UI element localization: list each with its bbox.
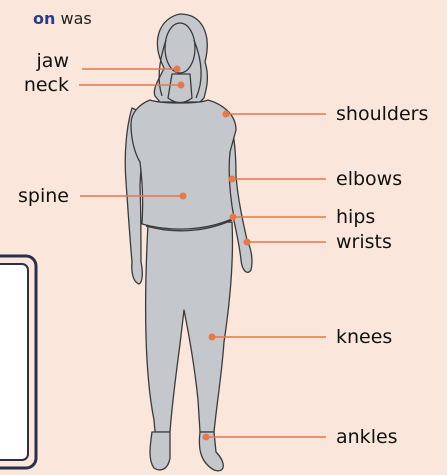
partial-frame-box [0,256,36,468]
jaw-dot [174,66,181,73]
label-wrists: wrists [336,231,392,253]
spine-dot [180,193,187,200]
hips-dot [230,214,237,221]
label-hips: hips [336,206,375,228]
label-elbows: elbows [336,168,402,190]
label-jaw: jaw [36,50,69,72]
header-text: on was [33,9,92,28]
label-knees: knees [336,326,392,348]
wrists-dot [244,239,251,246]
header-bold-word: on [33,9,55,28]
label-spine: spine [18,185,69,207]
head [165,23,195,73]
elbows-dot [229,176,236,183]
ankles-dot [203,434,210,441]
knees-dot [209,334,216,341]
woman-figure [125,14,252,471]
neck-dot [178,82,185,89]
torso-shirt [131,100,236,229]
header-rest: was [55,9,91,28]
legs [146,222,233,432]
shoulders-dot [223,111,230,118]
label-neck: neck [24,74,69,96]
label-shoulders: shoulders [336,103,428,125]
label-ankles: ankles [336,426,398,448]
left-shoe [150,432,170,470]
